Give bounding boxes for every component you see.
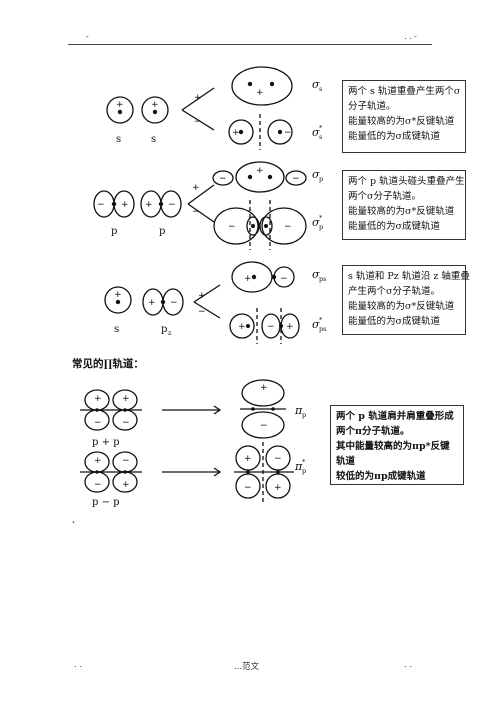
svg-text:−: −	[97, 200, 105, 210]
label-p-minus-p: p − p	[92, 497, 120, 508]
svg-text:−: −	[260, 421, 268, 431]
s-orbital-right	[141, 96, 169, 124]
svg-text:+: +	[148, 298, 156, 308]
svg-text:p: p	[302, 411, 306, 419]
svg-text:+: +	[114, 290, 122, 300]
svg-text:−: −	[168, 200, 176, 210]
sigma-ps-symbol: σ	[312, 268, 320, 281]
sigma-p-explanation: 两个 p 轨道头碰头重叠产生 两个σ分子轨道。 能量较高的为σ*反键轨道 能量低…	[342, 170, 466, 240]
svg-text:−: −	[94, 418, 102, 428]
svg-text:−: −	[122, 456, 130, 466]
svg-text:+: +	[151, 100, 159, 110]
svg-text:−: −	[292, 174, 300, 184]
label-s2: s	[151, 134, 156, 145]
label-s3: s	[114, 324, 119, 335]
svg-text:−: −	[274, 454, 282, 464]
sigma-s-star-symbol: σ	[312, 126, 320, 139]
sigma-s-star-lobe-right	[267, 119, 293, 145]
svg-text:*: *	[319, 214, 323, 222]
svg-text:−: −	[194, 117, 202, 127]
svg-text:+: +	[260, 383, 268, 393]
svg-text:−: −	[284, 222, 292, 232]
svg-text:−: −	[228, 222, 236, 232]
sigma-ps-star-symbol: σ	[312, 318, 320, 331]
bullet-dot: .	[72, 516, 75, 526]
svg-text:+: +	[192, 183, 200, 193]
header-rule	[68, 44, 432, 45]
sigma-s-explanation: 两个 s 轨道重叠产生两个σ 分子轨道。 能量较高的为σ*反键轨道 能量低的为σ…	[342, 80, 466, 153]
split-arrow-down	[181, 109, 215, 131]
sigma-p-star-symbol: σ	[312, 216, 320, 229]
svg-text:+: +	[256, 166, 264, 176]
sigma-ps-explanation: s 轨道和 Pz 轨道沿 z 轴重叠 产生两个σ分子轨道。 能量较高的为σ*反键…	[342, 265, 470, 335]
svg-text:s: s	[319, 133, 322, 141]
svg-text:−: −	[267, 322, 275, 332]
sigma-s-bonding	[231, 66, 293, 106]
sigma-p-symbol: σ	[312, 168, 320, 181]
sigma-s-star-lobe-left	[228, 119, 254, 145]
svg-text:z: z	[168, 329, 172, 337]
sigma-s-symbol: σ	[312, 78, 320, 91]
footer-right: . .	[404, 660, 413, 670]
svg-text:p: p	[319, 223, 323, 231]
svg-text:+: +	[238, 322, 246, 332]
svg-text:+: +	[194, 93, 202, 103]
svg-text:−: −	[219, 174, 227, 184]
svg-text:−: −	[284, 128, 292, 138]
svg-text:p: p	[319, 175, 323, 183]
svg-text:*: *	[319, 124, 323, 132]
svg-text:+: +	[244, 454, 252, 464]
svg-text:+: +	[94, 456, 102, 466]
svg-text:+: +	[122, 394, 130, 404]
svg-text:−: −	[94, 480, 102, 490]
svg-text:−: −	[280, 274, 288, 284]
pi-p-symbol: π	[294, 404, 303, 417]
svg-text:+: +	[122, 480, 130, 490]
svg-text:+: +	[94, 394, 102, 404]
svg-text:+: +	[198, 291, 206, 301]
header-right-mark: . . -	[404, 32, 417, 41]
svg-text:ps: ps	[319, 325, 327, 333]
pi-orbital-section-title: 常见的∏轨道：	[72, 358, 144, 370]
label-s1: s	[116, 134, 121, 145]
svg-text:s: s	[319, 85, 322, 93]
svg-text:+: +	[256, 88, 264, 98]
svg-text:+: +	[286, 322, 294, 332]
label-p1: p	[111, 226, 117, 237]
header-left-mark: -	[86, 32, 89, 41]
pi-explanation: 两个 p 轨道肩并肩重叠形成 两个π分子轨道。 其中能量较高的为πp*反键 轨道…	[330, 405, 464, 485]
footer-center: ...范文	[234, 662, 260, 672]
svg-text:p: p	[302, 467, 306, 475]
svg-text:ps: ps	[319, 275, 327, 283]
svg-text:+: +	[244, 274, 252, 284]
svg-text:+: +	[232, 128, 240, 138]
svg-text:−: −	[244, 483, 252, 493]
svg-text:−: −	[192, 207, 200, 217]
svg-text:+: +	[145, 200, 153, 210]
label-p-plus-p: p + p	[92, 437, 120, 448]
svg-text:+: +	[116, 100, 124, 110]
svg-text:−: −	[122, 418, 130, 428]
svg-text:+: +	[274, 483, 282, 493]
svg-text:+: +	[121, 200, 129, 210]
svg-text:−: −	[198, 307, 206, 317]
s-orbital-left	[106, 96, 134, 124]
split-arrow-up	[181, 87, 215, 111]
footer-left: . .	[74, 660, 83, 670]
label-pz: p	[161, 324, 167, 335]
svg-text:*: *	[302, 458, 306, 466]
sigma-p-bonding	[235, 161, 285, 193]
label-p2: p	[159, 226, 165, 237]
svg-text:−: −	[170, 298, 178, 308]
svg-text:*: *	[319, 316, 323, 324]
pi-p-star-symbol: π	[294, 460, 303, 473]
